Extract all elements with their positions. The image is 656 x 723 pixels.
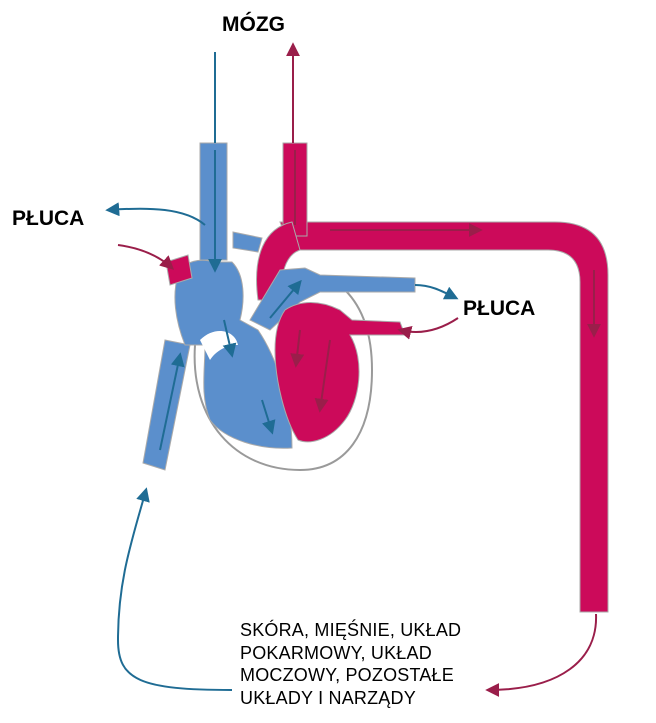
flow-arrow-pulm bbox=[269, 279, 302, 319]
arrow-to-body bbox=[485, 613, 598, 697]
arrow-from-lungs-left bbox=[117, 244, 175, 270]
flow-arrow-lv bbox=[314, 339, 331, 413]
left-heart bbox=[274, 302, 406, 443]
arrow-to-lungs-left bbox=[105, 202, 206, 226]
label-body-line-1: SKÓRA, MIĘŚNIE, UKŁAD bbox=[240, 620, 462, 640]
label-lungs-right: PŁUCA bbox=[463, 297, 536, 320]
label-body-line-3: MOCZOWY, POZOSTAŁE bbox=[240, 665, 454, 685]
arrow-to-lungs-right bbox=[414, 284, 459, 300]
label-body-line-4: UKŁADY I NARZĄDY bbox=[240, 687, 416, 708]
aorta-systemic bbox=[279, 221, 609, 613]
inferior-vena-cava bbox=[142, 339, 191, 471]
flow-arrow-rv bbox=[261, 399, 276, 435]
superior-vena-cava bbox=[199, 142, 228, 261]
pulmonary-artery-left bbox=[232, 231, 263, 253]
label-brain: MÓZG bbox=[222, 13, 285, 36]
arrow-from-lungs-right bbox=[397, 317, 459, 340]
flow-arrow-ra bbox=[222, 319, 237, 358]
label-body-line-2: POKARMOWY, UKŁAD bbox=[240, 642, 432, 663]
flow-arrow-la bbox=[290, 329, 305, 368]
label-lungs-left: PŁUCA bbox=[12, 207, 85, 230]
flow-arrow-ivc bbox=[159, 352, 185, 451]
label-body-organs: SKÓRA, MIĘŚNIE, UKŁAD POKARMOWY, UKŁAD M… bbox=[240, 619, 461, 709]
arrow-from-body bbox=[116, 487, 233, 691]
